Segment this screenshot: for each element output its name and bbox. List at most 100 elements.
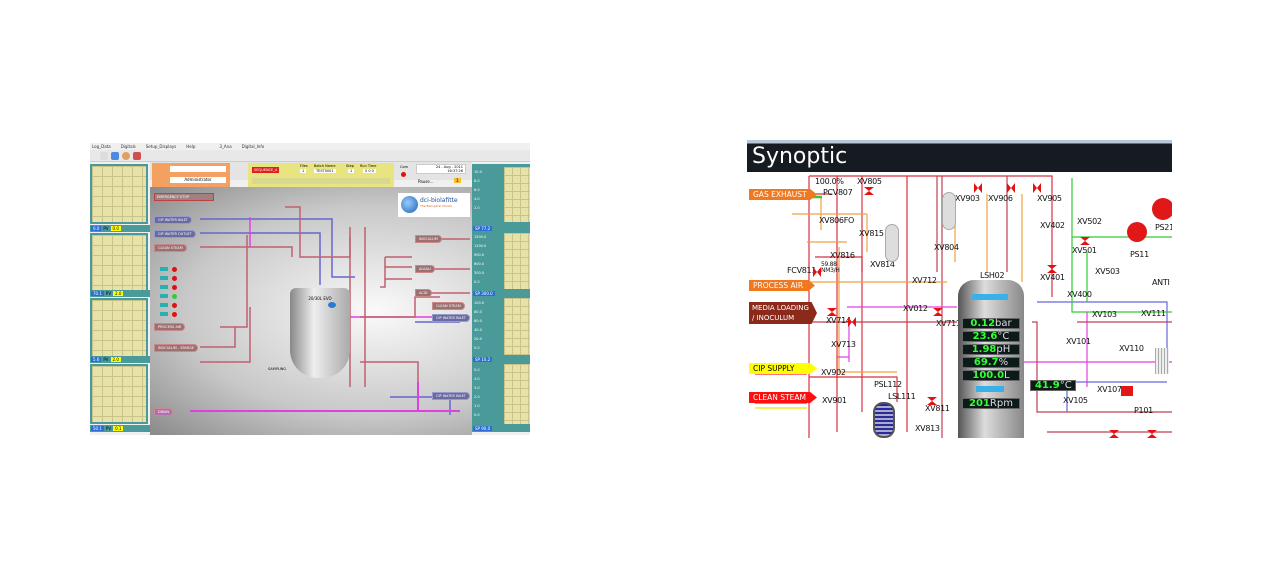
tools-icon[interactable] (133, 152, 141, 160)
valve-xv906[interactable]: XV906 (988, 194, 1013, 203)
line-cip-water-inlet: CIP WATER INLET (154, 216, 192, 224)
valve-xv503[interactable]: XV503 (1095, 267, 1120, 276)
valve-xv712[interactable]: XV712 (912, 276, 937, 285)
files-value: 1 (300, 169, 307, 173)
bioreactor-vessel[interactable]: 0.12bar 23.6°C 1.98pH 69.7% 100.0L 201Rp… (958, 280, 1024, 438)
valve-fcv811[interactable]: FCV811 (787, 266, 817, 275)
sequence-panel: SEQUENCE_A Files 1 Batch Name TEST0001 S… (248, 163, 394, 187)
valve-xv805[interactable]: XV805 (857, 177, 882, 186)
line-cip-water-outlet: CIP WATER OUTLET (154, 230, 196, 238)
jacket-temperature-readout: 41.9°C (1030, 380, 1076, 391)
user-role: Administrator (170, 177, 226, 183)
sp-bar: SP 300.0 (472, 290, 530, 297)
valve-xv502[interactable]: XV502 (1077, 217, 1102, 226)
pump-p101[interactable]: P101 (1134, 406, 1153, 415)
source-process-air: PROCESS AIR (749, 280, 815, 291)
emergency-stop[interactable]: EMERGENCY STOP (154, 193, 214, 201)
valve-xv501[interactable]: XV501 (1072, 246, 1097, 255)
pause-value[interactable]: 1 (454, 178, 461, 183)
valve-xv105[interactable]: XV105 (1063, 396, 1088, 405)
pump-ps21-icon[interactable] (1152, 198, 1172, 220)
valve-xv903[interactable]: XV903 (955, 194, 980, 203)
fermenter-vessel[interactable]: 20/30L EVO (290, 288, 350, 378)
menu-digitals[interactable]: Digitals (120, 144, 136, 149)
palette-icon[interactable] (111, 152, 119, 160)
user-name-field[interactable] (170, 166, 226, 172)
valve-xv110[interactable]: XV110 (1119, 344, 1144, 353)
menu-setup-displays[interactable]: Setup_Displays (145, 144, 177, 149)
switch-psl112: PSL112 (874, 380, 902, 389)
toolbar (90, 150, 530, 162)
valve-xv813[interactable]: XV813 (915, 424, 940, 433)
valve-xv902[interactable]: XV902 (821, 368, 846, 377)
trend-chart (90, 298, 148, 358)
valve-pcv807[interactable]: PCV807 (823, 188, 853, 197)
source-clean-steam: CLEAN STEAM (749, 392, 817, 403)
sp-bar: SP 77.2 (472, 225, 530, 232)
menu-help[interactable]: Help (186, 144, 196, 149)
vessel-sightglass-icon (328, 302, 336, 308)
valve-xv401[interactable]: XV401 (1040, 273, 1065, 282)
com-indicator (401, 172, 406, 177)
line-cip-water-inlet-right: CIP WATER INLET (432, 314, 470, 322)
pause-label: Pause... (418, 179, 434, 184)
line-inoculum-right: INOCULUM (415, 235, 442, 243)
pipes (190, 206, 470, 415)
valve-xv012[interactable]: XV012 (903, 304, 928, 313)
ph-readout: 1.98pH (962, 344, 1020, 355)
menu-digital-info[interactable]: Digital_Info (241, 144, 265, 149)
sequence-name[interactable]: SEQUENCE_A (252, 167, 280, 173)
valve-xv103[interactable]: XV103 (1092, 310, 1117, 319)
batch-value: TEST0001 (314, 169, 336, 173)
line-clean-steam: CLEAN STEAM (154, 244, 187, 252)
pump-ps11-icon[interactable] (1127, 222, 1147, 242)
agitator-top-icon (972, 294, 1008, 300)
valve-xv714[interactable]: XV714 (826, 316, 851, 325)
sampling-label: SAMPLING (268, 367, 287, 371)
source-media-loading: MEDIA LOADING/ INOCULUM (749, 302, 817, 324)
valve-xv101[interactable]: XV101 (1066, 337, 1091, 346)
valve-xv901[interactable]: XV901 (822, 396, 847, 405)
valve-xv804[interactable]: XV804 (934, 243, 959, 252)
valve-xv107[interactable]: XV107 (1097, 385, 1122, 394)
scada-screen-left: Log_Data Digitals Setup_Displays Help 3_… (90, 143, 530, 435)
line-inoculum: INOCULUM - SPARGE (154, 344, 199, 352)
menu-log-data[interactable]: Log_Data (92, 144, 111, 149)
trend-chart (90, 364, 148, 424)
pump-ps21[interactable]: PS21 (1155, 223, 1172, 232)
valve-xv806fo[interactable]: XV806FO (819, 216, 855, 225)
agitation-speed-readout[interactable]: 201Rpm (962, 398, 1020, 409)
valve-xv814[interactable]: XV814 (870, 260, 895, 269)
pump-ps11[interactable]: PS11 (1130, 250, 1149, 259)
temperature-readout: 23.6°C (962, 331, 1020, 342)
valve-xv713[interactable]: XV713 (831, 340, 856, 349)
valve-xv816[interactable]: XV816 (830, 251, 855, 260)
valve-xv711[interactable]: XV711 (936, 319, 961, 328)
line-process-air: PROCESS AIR (154, 323, 186, 331)
do-readout: 69.7% (962, 357, 1020, 368)
valve-xv111[interactable]: XV111 (1141, 309, 1166, 318)
filter-icon (885, 224, 899, 262)
chart-icon[interactable] (100, 152, 108, 160)
switch-lsl111: LSL111 (888, 392, 916, 401)
line-drain: DRAIN (154, 408, 174, 416)
valve-xv811[interactable]: XV811 (925, 404, 950, 413)
line-alkali: ALKALI (415, 265, 435, 273)
menu-3-ana[interactable]: 3_Ana (219, 144, 232, 149)
valve-xv402[interactable]: XV402 (1040, 221, 1065, 230)
menu-bar: Log_Data Digitals Setup_Displays Help 3_… (90, 143, 530, 150)
antifoam-label: ANTI (1152, 278, 1170, 287)
valve-xv400[interactable]: XV400 (1067, 290, 1092, 299)
pump-p101-icon[interactable] (1121, 386, 1133, 396)
valve-xv815[interactable]: XV815 (859, 229, 884, 238)
valve-xv905[interactable]: XV905 (1037, 194, 1062, 203)
runtime-label: Run Time (360, 164, 377, 168)
settings-icon[interactable] (122, 152, 130, 160)
